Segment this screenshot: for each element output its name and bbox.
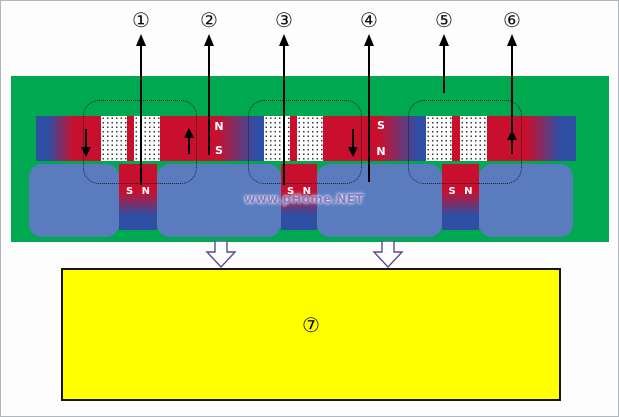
pole-label-left-bottom: S bbox=[215, 144, 223, 157]
gap-magnet-label: S N bbox=[448, 186, 473, 197]
indicator-line-5 bbox=[443, 45, 445, 93]
gap-magnet-label: S N bbox=[286, 186, 312, 197]
flux-arrow-line-2 bbox=[188, 138, 190, 154]
pole-label-left-top: N bbox=[214, 120, 224, 133]
indicator-arrowhead-4 bbox=[364, 34, 374, 46]
indicator-line-1 bbox=[140, 45, 142, 185]
magnet-segment-4 bbox=[487, 116, 576, 161]
callout-1: ① bbox=[132, 8, 150, 32]
flux-arrowhead-up-1 bbox=[184, 128, 194, 138]
indicator-arrowhead-3 bbox=[279, 34, 289, 46]
pole-label-right-top: S bbox=[377, 119, 385, 132]
coil-block-5 bbox=[426, 116, 452, 161]
gap-magnet-2: S N bbox=[281, 164, 317, 230]
indicator-arrowhead-1 bbox=[136, 34, 146, 46]
coil-block-4 bbox=[297, 116, 323, 161]
flux-arrowhead-down-1 bbox=[81, 147, 91, 157]
magnet-sliver-1 bbox=[127, 116, 134, 161]
coil-block-6 bbox=[460, 116, 487, 161]
mover-core-4 bbox=[479, 164, 573, 237]
indicator-line-4 bbox=[368, 45, 370, 182]
magnet-sliver-3 bbox=[452, 116, 460, 161]
magnet-sliver-2 bbox=[290, 116, 297, 161]
mover-core-1 bbox=[29, 164, 119, 237]
gap-magnet-1: S N bbox=[119, 164, 157, 230]
gap-magnet-3: S N bbox=[442, 164, 479, 230]
coil-block-1 bbox=[101, 116, 127, 161]
callout-3: ③ bbox=[275, 8, 293, 32]
flux-loop-3 bbox=[408, 100, 522, 184]
pole-label-right-bottom: N bbox=[376, 145, 386, 158]
callout-2: ② bbox=[200, 8, 218, 32]
force-arrow-right bbox=[372, 241, 404, 268]
base-block: ⑦ bbox=[61, 268, 561, 401]
watermark: www.pHome.NET bbox=[244, 192, 364, 206]
coil-block-3 bbox=[264, 116, 290, 161]
down-arrow-shape bbox=[205, 241, 237, 268]
force-arrow-left bbox=[205, 241, 237, 268]
flux-arrow-line-3 bbox=[352, 129, 354, 147]
callout-5: ⑤ bbox=[435, 8, 453, 32]
indicator-line-2 bbox=[208, 45, 210, 155]
coil-block-2 bbox=[134, 116, 160, 161]
indicator-arrowhead-6 bbox=[507, 34, 517, 46]
base-label: ⑦ bbox=[302, 312, 320, 337]
magnet-segment-2 bbox=[160, 116, 264, 161]
down-arrow-shape bbox=[372, 241, 404, 268]
flux-arrow-line-1 bbox=[85, 129, 87, 147]
indicator-arrowhead-2 bbox=[204, 34, 214, 46]
flux-loop-2 bbox=[248, 100, 362, 184]
callout-4: ④ bbox=[360, 8, 378, 32]
indicator-arrowhead-5 bbox=[439, 34, 449, 46]
callout-6: ⑥ bbox=[503, 8, 521, 32]
indicator-line-6 bbox=[511, 45, 513, 154]
gap-magnet-label: S N bbox=[125, 186, 151, 197]
flux-arrowhead-down-2 bbox=[348, 147, 358, 157]
indicator-line-3 bbox=[283, 45, 285, 185]
